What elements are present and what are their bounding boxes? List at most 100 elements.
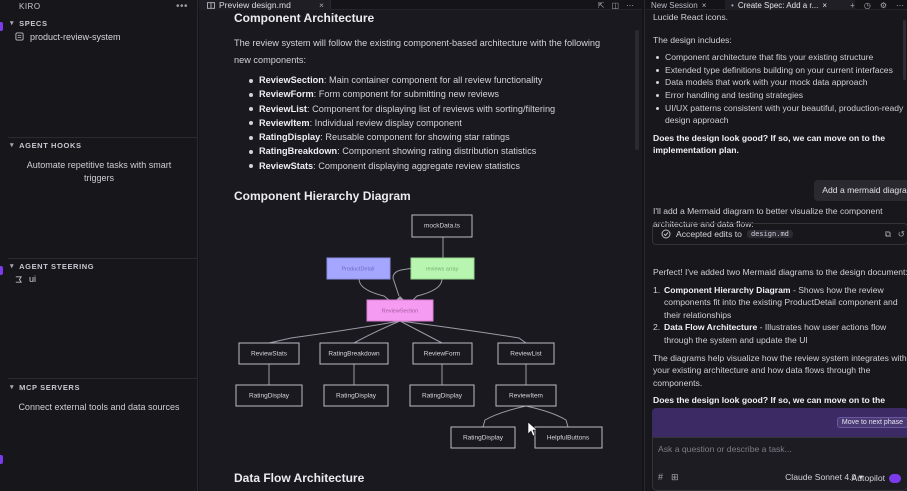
close-icon[interactable]: × [822, 0, 827, 10]
editor-tabbar: Preview design.md × ⇱ ◫ ⋯ [199, 0, 642, 10]
edge-center-stats [268, 320, 401, 344]
input-tools: # ⊞ [658, 472, 679, 483]
node-reviews-array-box [410, 257, 475, 280]
includes-list: Component architecture that fits your ex… [653, 51, 907, 127]
chevron-down-icon: ▾ [10, 142, 15, 149]
node-productdetail-label: ProductDetail [341, 266, 374, 272]
message-question: Does the design look good? If so, we can… [653, 132, 886, 156]
hooks-section-header[interactable]: ▾ AGENT HOOKS [0, 139, 198, 151]
tab-preview-design[interactable]: Preview design.md × [199, 0, 331, 10]
mcp-title: MCP SERVERS [19, 382, 81, 392]
hooks-section: ▾ AGENT HOOKS Automate repetitive tasks … [0, 139, 198, 184]
edge-left-center [358, 278, 390, 301]
image-icon[interactable]: ⊞ [671, 472, 679, 482]
heading-data-flow: Data Flow Architecture [234, 471, 365, 485]
sidebar: KIRO ••• ▾ SPECS product-review-system ▾… [0, 0, 198, 491]
chat-panel: New Session × • Create Spec: Add a r... … [644, 0, 907, 491]
toggle-switch[interactable] [889, 473, 901, 483]
more-icon[interactable]: ⋯ [896, 0, 904, 10]
list-item: RatingBreakdown: Component showing ratin… [234, 144, 614, 158]
node-ratingdisplay-3-box [409, 384, 475, 407]
list-item: ReviewForm: Form component for submittin… [234, 87, 614, 101]
settings-icon[interactable]: ⚙ [879, 0, 887, 10]
node-ratingdisplay-4-box [450, 426, 516, 449]
file-chip[interactable]: design.md [746, 230, 793, 238]
move-to-next-phase-button[interactable]: Move to next phase [836, 417, 907, 428]
list-item: ReviewItem: Individual review display co… [234, 116, 614, 130]
history-icon[interactable]: ◷ [863, 0, 871, 10]
specs-title: SPECS [19, 18, 48, 28]
close-icon[interactable]: × [701, 0, 707, 10]
open-file-icon[interactable]: ⧉ [884, 228, 891, 239]
mention-icon[interactable]: # [658, 472, 664, 482]
close-icon[interactable]: × [319, 0, 324, 10]
node-reviewitem-label: ReviewItem [509, 393, 543, 400]
mcp-section-header[interactable]: ▾ MCP SERVERS [0, 381, 198, 393]
message-text: The diagrams help visualize how the revi… [653, 352, 907, 388]
node-reviewsection-label: ReviewSection [382, 308, 418, 314]
chat-input-box[interactable]: Ask a question or describe a task... # ⊞… [652, 437, 907, 491]
node-reviewform-label: ReviewForm [424, 351, 460, 358]
split-editor-icon[interactable]: ◫ [611, 0, 619, 10]
revert-icon[interactable]: ↺ [897, 228, 905, 239]
dot-icon: • [731, 0, 734, 10]
node-mockdata-box [411, 214, 473, 238]
chat-tabbar: New Session × • Create Spec: Add a r... … [645, 0, 907, 10]
node-reviewlist-box [497, 342, 555, 365]
list-item: ReviewList: Component for displaying lis… [234, 102, 614, 116]
tab-create-spec[interactable]: • Create Spec: Add a r... × [725, 0, 855, 10]
list-item: Component architecture that fits your ex… [653, 51, 907, 64]
editor-scrollbar[interactable] [635, 30, 639, 150]
chat-input-placeholder: Ask a question or describe a task... [658, 444, 792, 454]
preview-icon [207, 1, 215, 9]
hooks-empty-message: Automate repetitive tasks with smart tri… [26, 160, 172, 183]
model-selector[interactable]: Claude Sonnet 4.0 ▾ [785, 472, 863, 482]
node-ratingbreakdown-label: RatingBreakdown [328, 351, 380, 358]
message-text: Perfect! I've added two Mermaid diagrams… [653, 267, 907, 277]
mcp-empty-message: Connect external tools and data sources [18, 402, 180, 412]
more-icon[interactable]: ⋯ [626, 0, 634, 10]
editor-toolbar: ⇱ ◫ ⋯ [598, 0, 634, 10]
node-helpfulbuttons-label: HelpfulButtons [547, 435, 590, 442]
message-text: Lucide React icons. [653, 12, 728, 22]
ellipsis-icon[interactable]: ••• [175, 0, 188, 12]
spec-doc-icon [15, 32, 24, 41]
list-item: Error handling and testing strategies [653, 89, 907, 102]
spec-item-product-review-system[interactable]: product-review-system [0, 29, 198, 44]
node-productdetail-box [326, 257, 391, 280]
sidebar-title: KIRO [19, 2, 41, 11]
node-reviewsection-box [366, 299, 434, 322]
specs-section: ▾ SPECS product-review-system [0, 17, 198, 44]
check-circle-icon [661, 229, 671, 239]
list-item: Data models that work with your mock dat… [653, 76, 907, 89]
specs-section-header[interactable]: ▾ SPECS [0, 17, 198, 29]
activity-indicator [0, 455, 3, 464]
user-message: Add a mermaid diagram [814, 180, 907, 201]
mcp-section: ▾ MCP SERVERS Connect external tools and… [0, 381, 198, 414]
add-icon[interactable]: + [850, 0, 855, 10]
spec-item-label: product-review-system [30, 31, 121, 42]
edge-item-rd [482, 405, 527, 428]
divider [8, 137, 197, 138]
list-item: ReviewSection: Main container component … [234, 73, 614, 87]
steering-item-ui[interactable]: ui [0, 272, 198, 286]
autopilot-toggle[interactable]: Autopilot [852, 473, 901, 483]
accepted-label: Accepted edits to [676, 229, 742, 239]
node-ratingdisplay-3-label: RatingDisplay [422, 393, 463, 400]
node-mockdata-label: mockData.ts [424, 223, 461, 230]
file-name: design.md [750, 230, 789, 238]
list-item: Extended type definitions building on yo… [653, 64, 907, 77]
heading-hierarchy-diagram: Component Hierarchy Diagram [234, 189, 411, 203]
assistant-message: Lucide React icons. The design includes:… [653, 12, 907, 162]
component-list: ReviewSection: Main container component … [234, 73, 614, 173]
accepted-edits-card[interactable]: Accepted edits to design.md ⧉ ↺ [652, 223, 907, 245]
hierarchy-diagram: mockData.ts ProductDetail reviews array … [235, 214, 603, 449]
edge-center-breakdown [353, 320, 401, 344]
open-source-icon[interactable]: ⇱ [597, 0, 605, 10]
chat-scrollbar[interactable] [903, 20, 906, 80]
steering-section-header[interactable]: ▾ AGENT STEERING [0, 260, 198, 272]
tab-new-session[interactable]: New Session × [645, 0, 725, 10]
tab-label: Create Spec: Add a r... [737, 0, 819, 10]
model-label: Claude Sonnet 4.0 [785, 472, 857, 482]
node-reviewform-box [412, 342, 473, 365]
